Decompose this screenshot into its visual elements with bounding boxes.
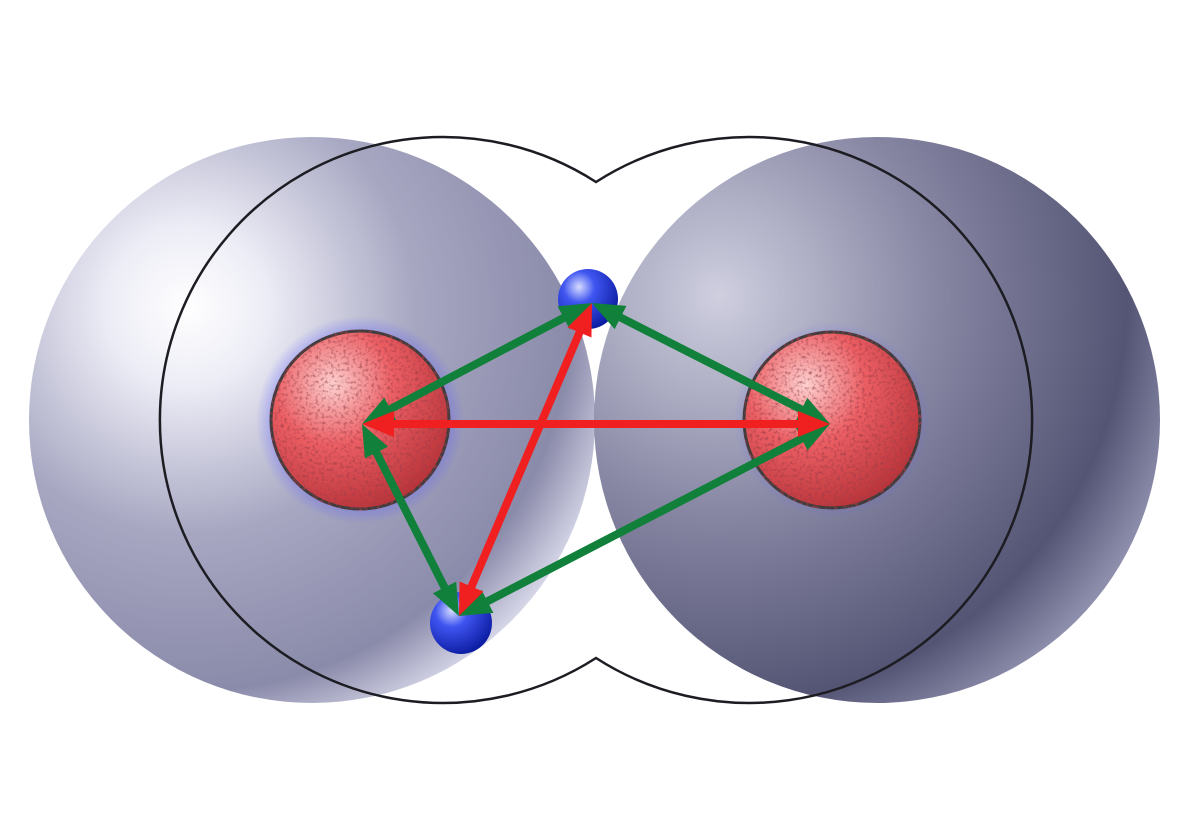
interaction-arrows [362,303,830,616]
attraction-arrow-nucleus-left-electron-bottom [362,424,459,616]
repulsion-arrow-nucleus-left-nucleus-right [362,411,830,437]
cloud-outline [158,135,1034,705]
repulsion-arrow-electron-top-electron-bottom [459,303,592,616]
